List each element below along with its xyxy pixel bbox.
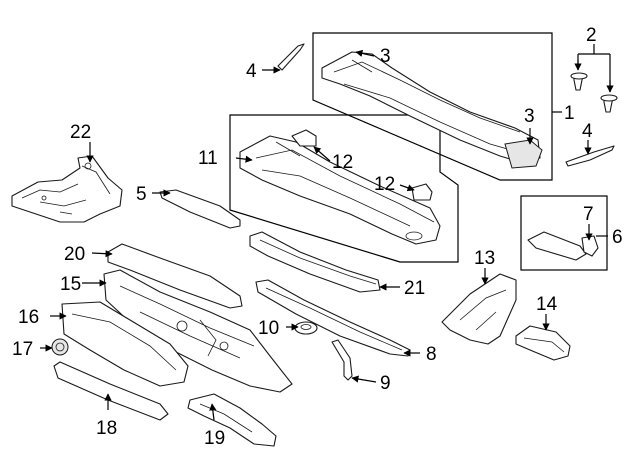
part-12-bracket-b — [411, 183, 433, 201]
part-13-side-bracket — [441, 273, 517, 345]
callout-19: 19 — [204, 428, 225, 449]
callout-15: 15 — [60, 274, 81, 295]
part-18-sill-strip — [53, 361, 169, 421]
group-box-extension — [520, 195, 608, 271]
part-1-cowl-panel — [321, 51, 543, 169]
callout-11: 11 — [198, 148, 218, 169]
part-22-bracket — [11, 155, 123, 223]
part-4-weatherstrip-left — [277, 43, 305, 71]
callout-21: 21 — [404, 278, 425, 299]
part-10-grommet — [294, 321, 318, 335]
callout-labels: 22 5 11 4 3 3 1 2 4 12 12 7 6 20 15 16 1… — [12, 25, 623, 449]
callout-7: 7 — [583, 204, 594, 225]
part-5-reinforcement — [159, 189, 241, 229]
callout-22: 22 — [70, 122, 91, 143]
part-4-weatherstrip-right — [565, 145, 615, 167]
part-11-dash-panel — [239, 135, 441, 245]
callout-12-upper: 12 — [332, 152, 353, 173]
callout-17: 17 — [12, 339, 33, 360]
callout-3-top: 3 — [380, 46, 391, 67]
callout-13: 13 — [474, 248, 495, 269]
callout-8: 8 — [426, 344, 437, 365]
callout-4-left: 4 — [246, 61, 257, 82]
callout-18: 18 — [96, 418, 117, 439]
callout-9: 9 — [380, 373, 391, 394]
group-box-cowl-panel — [312, 32, 553, 181]
callout-5: 5 — [136, 184, 147, 205]
callout-12-lower: 12 — [374, 174, 395, 195]
callout-4-right: 4 — [582, 121, 593, 142]
callout-10: 10 — [258, 318, 279, 339]
part-17-plug — [51, 338, 69, 356]
part-12-bracket-a — [291, 129, 317, 147]
part-20-panel — [107, 243, 243, 309]
part-6-extension — [527, 231, 599, 261]
callout-2: 2 — [586, 25, 597, 46]
leaders — [40, 44, 614, 421]
callout-16: 16 — [18, 307, 39, 328]
callout-6: 6 — [612, 227, 623, 248]
part-19-floor-bracket — [187, 393, 277, 447]
part-9-rod — [331, 339, 353, 381]
callout-3-lower: 3 — [524, 106, 535, 127]
callout-20: 20 — [64, 244, 85, 265]
part-2-clips — [570, 72, 618, 113]
callout-1: 1 — [564, 103, 575, 124]
part-16-lower-panel — [61, 301, 189, 387]
part-14-bracket — [515, 325, 571, 361]
callout-14: 14 — [536, 294, 558, 315]
